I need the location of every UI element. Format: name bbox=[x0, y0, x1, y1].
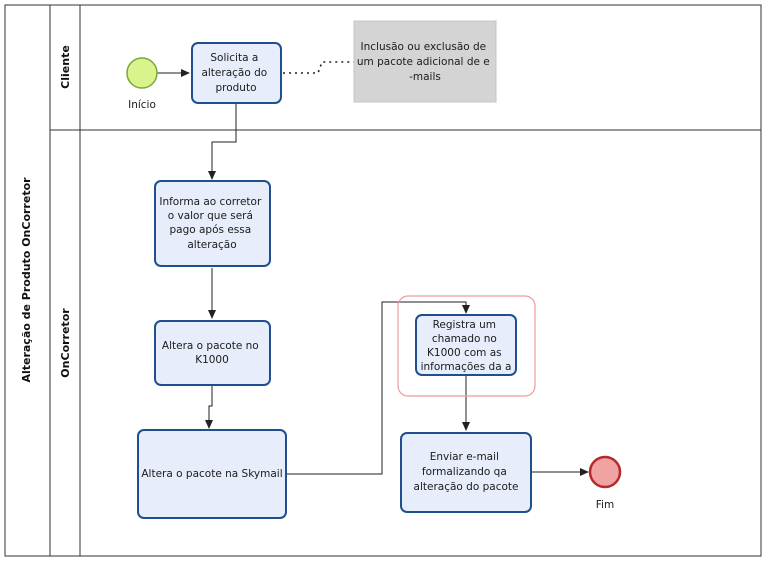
end-event-label: Fim bbox=[596, 499, 614, 511]
task-altera-pacote-k1000[interactable]: Altera o pacote no K1000 bbox=[154, 320, 271, 386]
task-line: Registra um bbox=[433, 319, 496, 331]
task-line: alteração bbox=[187, 239, 236, 251]
flow-t3-to-t4 bbox=[205, 386, 213, 429]
end-event-circle[interactable] bbox=[588, 455, 622, 489]
task-line: informações da a bbox=[421, 361, 512, 373]
task-label: Enviar e-mail formalizando qa alteração … bbox=[414, 451, 519, 493]
task-label: Informa ao corretor o valor que será pag… bbox=[159, 196, 264, 251]
task-solicita-alteracao[interactable]: Solicita a alteração do produto bbox=[191, 42, 282, 104]
lane-label-cliente: Cliente bbox=[59, 45, 72, 89]
annotation-text: Inclusão ou exclusão de um pacote adicio… bbox=[357, 41, 493, 83]
start-event-label: Início bbox=[128, 99, 156, 111]
lane-label-oncorretor: OnCorretor bbox=[59, 308, 72, 378]
annotation-line: um pacote adicional de e bbox=[357, 56, 490, 68]
start-event[interactable]: Início bbox=[126, 57, 158, 111]
task-box[interactable] bbox=[137, 429, 287, 519]
task-line: alteração do bbox=[201, 67, 267, 79]
task-line: o valor que será bbox=[168, 210, 253, 222]
task-box[interactable] bbox=[415, 314, 517, 376]
task-line: Informa ao corretor bbox=[159, 196, 262, 208]
annotation-line: -mails bbox=[409, 71, 441, 83]
task-line: alteração do pacote bbox=[414, 481, 519, 493]
annotation-box[interactable] bbox=[353, 20, 497, 103]
task-line: K1000 com as bbox=[427, 347, 502, 359]
end-event[interactable]: Fim bbox=[588, 455, 622, 511]
text-annotation[interactable]: Inclusão ou exclusão de um pacote adicio… bbox=[353, 20, 497, 103]
start-event-circle[interactable] bbox=[126, 57, 158, 89]
task-box[interactable] bbox=[191, 42, 282, 104]
pool-title: Alteração de Produto OnCorretor bbox=[20, 177, 33, 383]
task-enviar-email[interactable]: Enviar e-mail formalizando qa alteração … bbox=[400, 432, 532, 513]
task-line: pago após essa bbox=[169, 224, 251, 236]
flow-t4-to-t5 bbox=[287, 301, 470, 475]
task-box[interactable] bbox=[154, 320, 271, 386]
task-box[interactable] bbox=[400, 432, 532, 513]
task-informa-corretor[interactable]: Informa ao corretor o valor que será pag… bbox=[154, 180, 271, 267]
task-altera-pacote-skymail[interactable]: Altera o pacote na Skymail bbox=[137, 429, 287, 519]
selection-highlight bbox=[397, 295, 536, 397]
task-line: Enviar e-mail bbox=[430, 451, 499, 463]
connectors bbox=[157, 61, 589, 476]
task-label: Solicita a alteração do produto bbox=[201, 52, 270, 94]
task-line: Altera o pacote no bbox=[162, 340, 259, 352]
task-line: formalizando qa bbox=[422, 466, 507, 478]
task-box[interactable] bbox=[154, 180, 271, 267]
task-line: produto bbox=[215, 82, 256, 94]
task-registra-chamado[interactable]: Registra um chamado no K1000 com as info… bbox=[415, 314, 517, 376]
task-label: Registra um chamado no K1000 com as info… bbox=[421, 319, 512, 373]
task-line: Altera o pacote na Skymail bbox=[141, 468, 282, 480]
task-label: Altera o pacote no K1000 bbox=[162, 340, 262, 366]
task-line: chamado no bbox=[432, 333, 497, 345]
task-line: K1000 bbox=[195, 354, 229, 366]
lane-cliente: Cliente bbox=[50, 45, 761, 131]
annotation-line: Inclusão ou exclusão de bbox=[361, 41, 487, 53]
flow-t1-to-t2 bbox=[208, 104, 237, 180]
task-label: Altera o pacote na Skymail bbox=[141, 468, 282, 480]
task-line: Solicita a bbox=[210, 52, 258, 64]
lane-oncorretor: OnCorretor bbox=[59, 308, 72, 378]
